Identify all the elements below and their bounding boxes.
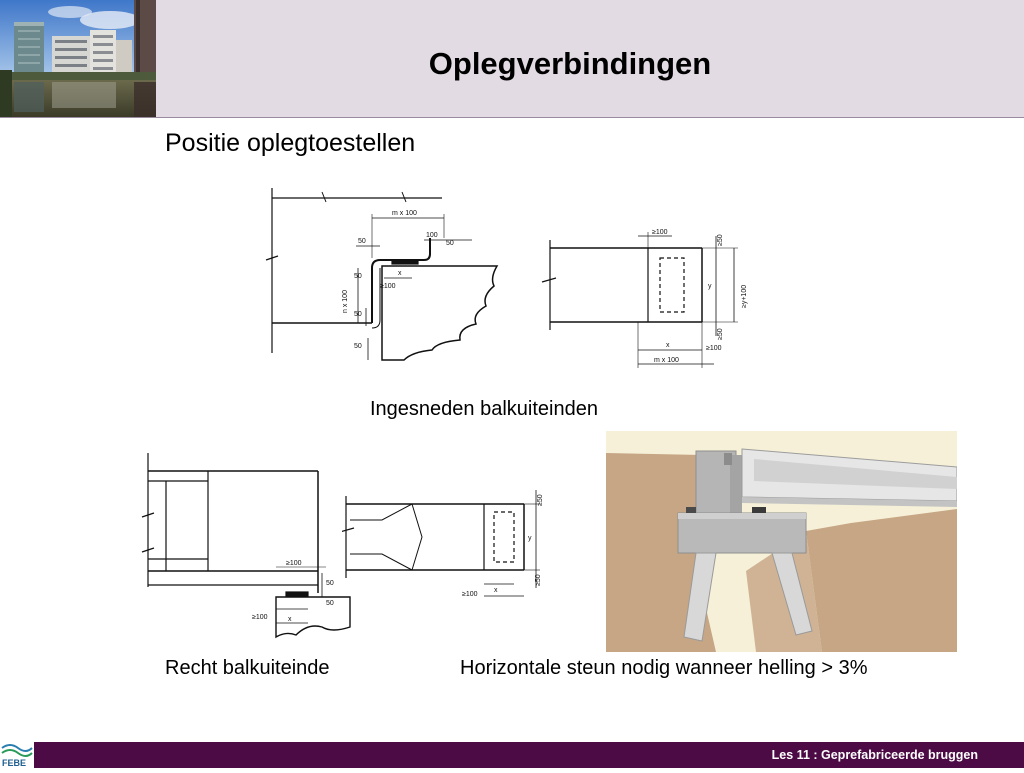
dim-label: ≥100 [462,591,478,598]
straight-beam-plan-drawing: ≥50 y ≥50 ≥100 x [342,490,544,598]
dim-label: m x 100 [392,210,417,217]
dim-label: 50 [326,580,334,587]
dim-label: ≥100 [286,560,302,567]
logo-text: FEBE [2,758,26,768]
building-waterfront-photo [0,0,156,117]
dim-label: 50 [354,273,362,280]
caption-straight-beam-end: Recht balkuiteinde [165,657,330,679]
dim-label: x [398,270,402,277]
caption-notched-beam-ends: Ingesneden balkuiteinden [370,398,598,420]
straight-beam-side-drawing: ≥100 50 50 ≥100 x [141,453,351,639]
dim-label: 100 [426,232,438,239]
dim-label: x [494,587,498,594]
dim-label: ≥100 [706,345,722,352]
dim-label: 50 [446,240,454,247]
dim-label: ≥50 [717,328,724,340]
dim-label: ≥100 [380,283,396,290]
horizontal-support-render [606,431,957,652]
dim-label: 50 [354,343,362,350]
notched-beam-plan-drawing: ≥100 ≥50 y ≥y+100 ≥50 x ≥100 m x 100 [541,229,748,368]
dim-label: 50 [358,238,366,245]
footer-course-label: Les 11 : Geprefabriceerde bruggen [771,748,978,762]
dim-label: ≥50 [717,234,724,246]
dim-label: x [666,342,670,349]
slide-title: Oplegverbindingen [428,46,712,81]
dim-label: ≥50 [537,494,544,506]
notched-beam-side-drawing: m x 100 50 100 50 50 x ≥100 n x 100 50 5… [265,188,499,361]
dim-label: m x 100 [654,357,679,364]
dim-label: y [528,535,532,542]
dim-label: 50 [354,311,362,318]
dim-label: x [288,616,292,623]
dim-label: ≥y+100 [741,285,748,308]
footer-bar [0,742,1024,768]
dim-label: n x 100 [342,290,349,313]
dim-label: ≥100 [252,614,268,621]
dim-label: 50 [326,600,334,607]
febe-logo: FEBE [0,742,34,768]
section-subtitle: Positie oplegtoestellen [165,129,416,157]
dim-label: ≥100 [652,229,668,236]
dim-label: y [708,283,712,290]
header-bar [0,0,1024,117]
dim-label: ≥50 [535,574,542,586]
febe-logo-icon: FEBE [1,744,33,768]
caption-horizontal-support: Horizontale steun nodig wanneer helling … [460,657,868,679]
header-divider [0,117,1024,118]
